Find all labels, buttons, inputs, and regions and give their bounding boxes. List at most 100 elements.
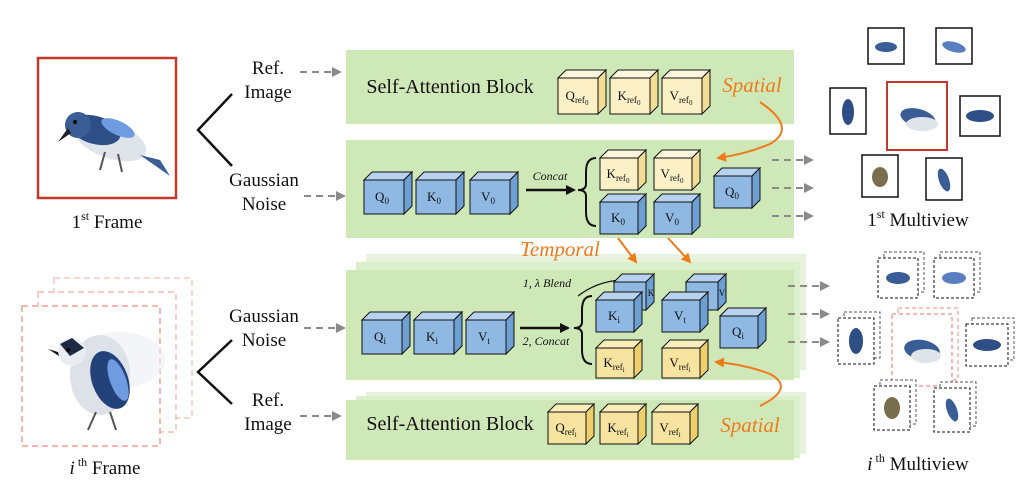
v-ref-i-sub: ref — [669, 427, 679, 437]
v-ref-i-concat-sub: ref — [679, 362, 689, 372]
ith-frame-stack — [21, 277, 193, 447]
ith-multiview-caption-text: Multiview — [885, 454, 969, 475]
k-ref-0-cube: Kref0 — [608, 68, 660, 116]
svg-text:Ki: Ki — [608, 308, 620, 325]
q0-sub: 0 — [384, 196, 389, 206]
svg-text:Q0: Q0 — [375, 189, 389, 206]
ki-concat-cube: Ki — [594, 290, 644, 334]
v-ref-i-subsub: i — [679, 431, 681, 439]
svg-text:Qi: Qi — [732, 324, 744, 341]
k-ref-i-cube: Krefi — [598, 402, 648, 446]
top-ref-cubes: Qref0 Kref0 Vref0 — [556, 68, 712, 116]
svg-text:Kref0: Kref0 — [618, 88, 641, 107]
k-ref-i-concat-subsub: i — [623, 366, 625, 374]
top-self-attention-label: Self-Attention Block — [366, 76, 533, 98]
mvi-view-2 — [933, 251, 981, 299]
mvi-view-3 — [837, 311, 881, 365]
first-frame-caption-sup: st — [81, 209, 90, 223]
first-multiview-grid — [829, 27, 1001, 201]
mv1-view-2 — [935, 27, 973, 65]
v-ref-0-sub: ref — [679, 95, 689, 105]
ref-image-label-top-2: Image — [244, 82, 291, 103]
v-ref-0-concat-v: V — [661, 166, 671, 181]
q-ref-i-q: Q — [555, 420, 565, 435]
svg-text:K: K — [648, 288, 655, 298]
q0-right-sub: 0 — [734, 191, 739, 201]
k-ref-0-concat-cube: Kref0 — [598, 148, 648, 192]
v0-concat-v: V — [665, 210, 675, 225]
bird-image-i — [48, 332, 165, 431]
mvi-view-7 — [933, 381, 977, 433]
first-multiview-caption-base: 1 — [867, 210, 877, 231]
concat-label-top: Concat — [533, 169, 568, 183]
first-frame — [36, 56, 178, 200]
svg-text:Qi: Qi — [374, 329, 386, 346]
v0-cube: V0 — [468, 170, 520, 216]
svg-text:Vrefi: Vrefi — [659, 420, 680, 439]
svg-text:V: V — [719, 288, 726, 298]
gaussian-noise-label-bot-1: Gaussian — [229, 306, 299, 327]
vt-concat-sub: t — [683, 315, 686, 325]
svg-text:Krefi: Krefi — [603, 355, 624, 374]
k-ref-0-sub: ref — [627, 95, 637, 105]
bottom-branch-chevron — [196, 339, 233, 405]
k-ref-0-concat-sub: ref — [616, 173, 626, 183]
spatial-arrow-top — [716, 101, 783, 162]
svg-text:V0: V0 — [665, 210, 679, 227]
ith-frame-caption-text: Frame — [87, 458, 140, 479]
gaussian-noise-label-top-2: Noise — [242, 194, 286, 215]
svg-text:Vt: Vt — [478, 329, 490, 346]
q-ref-0-q: Q — [566, 88, 576, 103]
svg-text:Krefi: Krefi — [607, 420, 628, 439]
svg-text:Q0: Q0 — [725, 184, 739, 201]
first-frame-caption-base: 1 — [72, 212, 82, 233]
mvi-view-center — [891, 307, 959, 387]
v-ref-i-concat-cube: Vrefi — [660, 338, 710, 380]
top-branch-chevron — [196, 93, 233, 167]
gaussian-noise-label-bot-2: Noise — [242, 330, 286, 351]
bottom-ref-cubes: Qrefi Krefi Vrefi — [546, 402, 700, 446]
ki-concat-k: K — [608, 308, 618, 323]
blend-label: 1, λ Blend — [523, 276, 572, 290]
mvi-view-1 — [877, 251, 925, 299]
q-ref-0-subsub: 0 — [585, 99, 589, 107]
ith-frame-caption-sup: th — [75, 455, 87, 469]
qi-right-sub: i — [741, 331, 744, 341]
svg-text:K0: K0 — [427, 189, 441, 206]
ref-image-label-top-1: Ref. — [252, 58, 284, 79]
bottom-qkv-cubes: Qi Ki Vt — [360, 310, 516, 356]
v-ref-i-v: V — [659, 420, 669, 435]
v-ref-0-concat-subsub: 0 — [680, 177, 684, 185]
v-ref-i-concat-v: V — [669, 355, 679, 370]
q0-right-cube: Q0 — [712, 166, 762, 210]
v-ref-i-cube: Vrefi — [650, 402, 700, 446]
ith-multiview-caption: i th Multiview — [867, 451, 969, 475]
ith-frame-caption: i th Frame — [70, 455, 141, 479]
ith-multiview-grid — [837, 251, 1015, 433]
mv1-view-center — [886, 81, 948, 151]
mvi-view-6 — [873, 379, 917, 431]
v-ref-0-concat-cube: Vref0 — [652, 148, 702, 192]
bottom-self-attention-label: Self-Attention Block — [366, 413, 533, 435]
k-ref-0-concat-subsub: 0 — [626, 177, 630, 185]
k-ref-i-concat-sub: ref — [613, 362, 623, 372]
first-multiview-caption: 1st Multiview — [867, 207, 969, 231]
ith-frame-caption-base: i — [70, 458, 75, 479]
mv1-view-6 — [861, 154, 899, 198]
svg-text:Qrefi: Qrefi — [555, 420, 576, 439]
input-arrows — [300, 67, 346, 421]
k0-concat-k: K — [611, 210, 621, 225]
k-ref-i-subsub: i — [627, 431, 629, 439]
v-ref-0-cube: Vref0 — [660, 68, 712, 116]
qi-sub: i — [383, 336, 386, 346]
v0-concat-cube: V0 — [652, 192, 702, 236]
svg-text:Vref0: Vref0 — [661, 166, 684, 185]
v0-sub: 0 — [490, 196, 495, 206]
k0-k: K — [427, 189, 437, 204]
k-ref-0-subsub: 0 — [637, 99, 641, 107]
mv1-view-1 — [867, 27, 905, 65]
top-qkv-cubes: Q0 K0 V0 — [362, 170, 520, 216]
q0-q: Q — [375, 189, 385, 204]
